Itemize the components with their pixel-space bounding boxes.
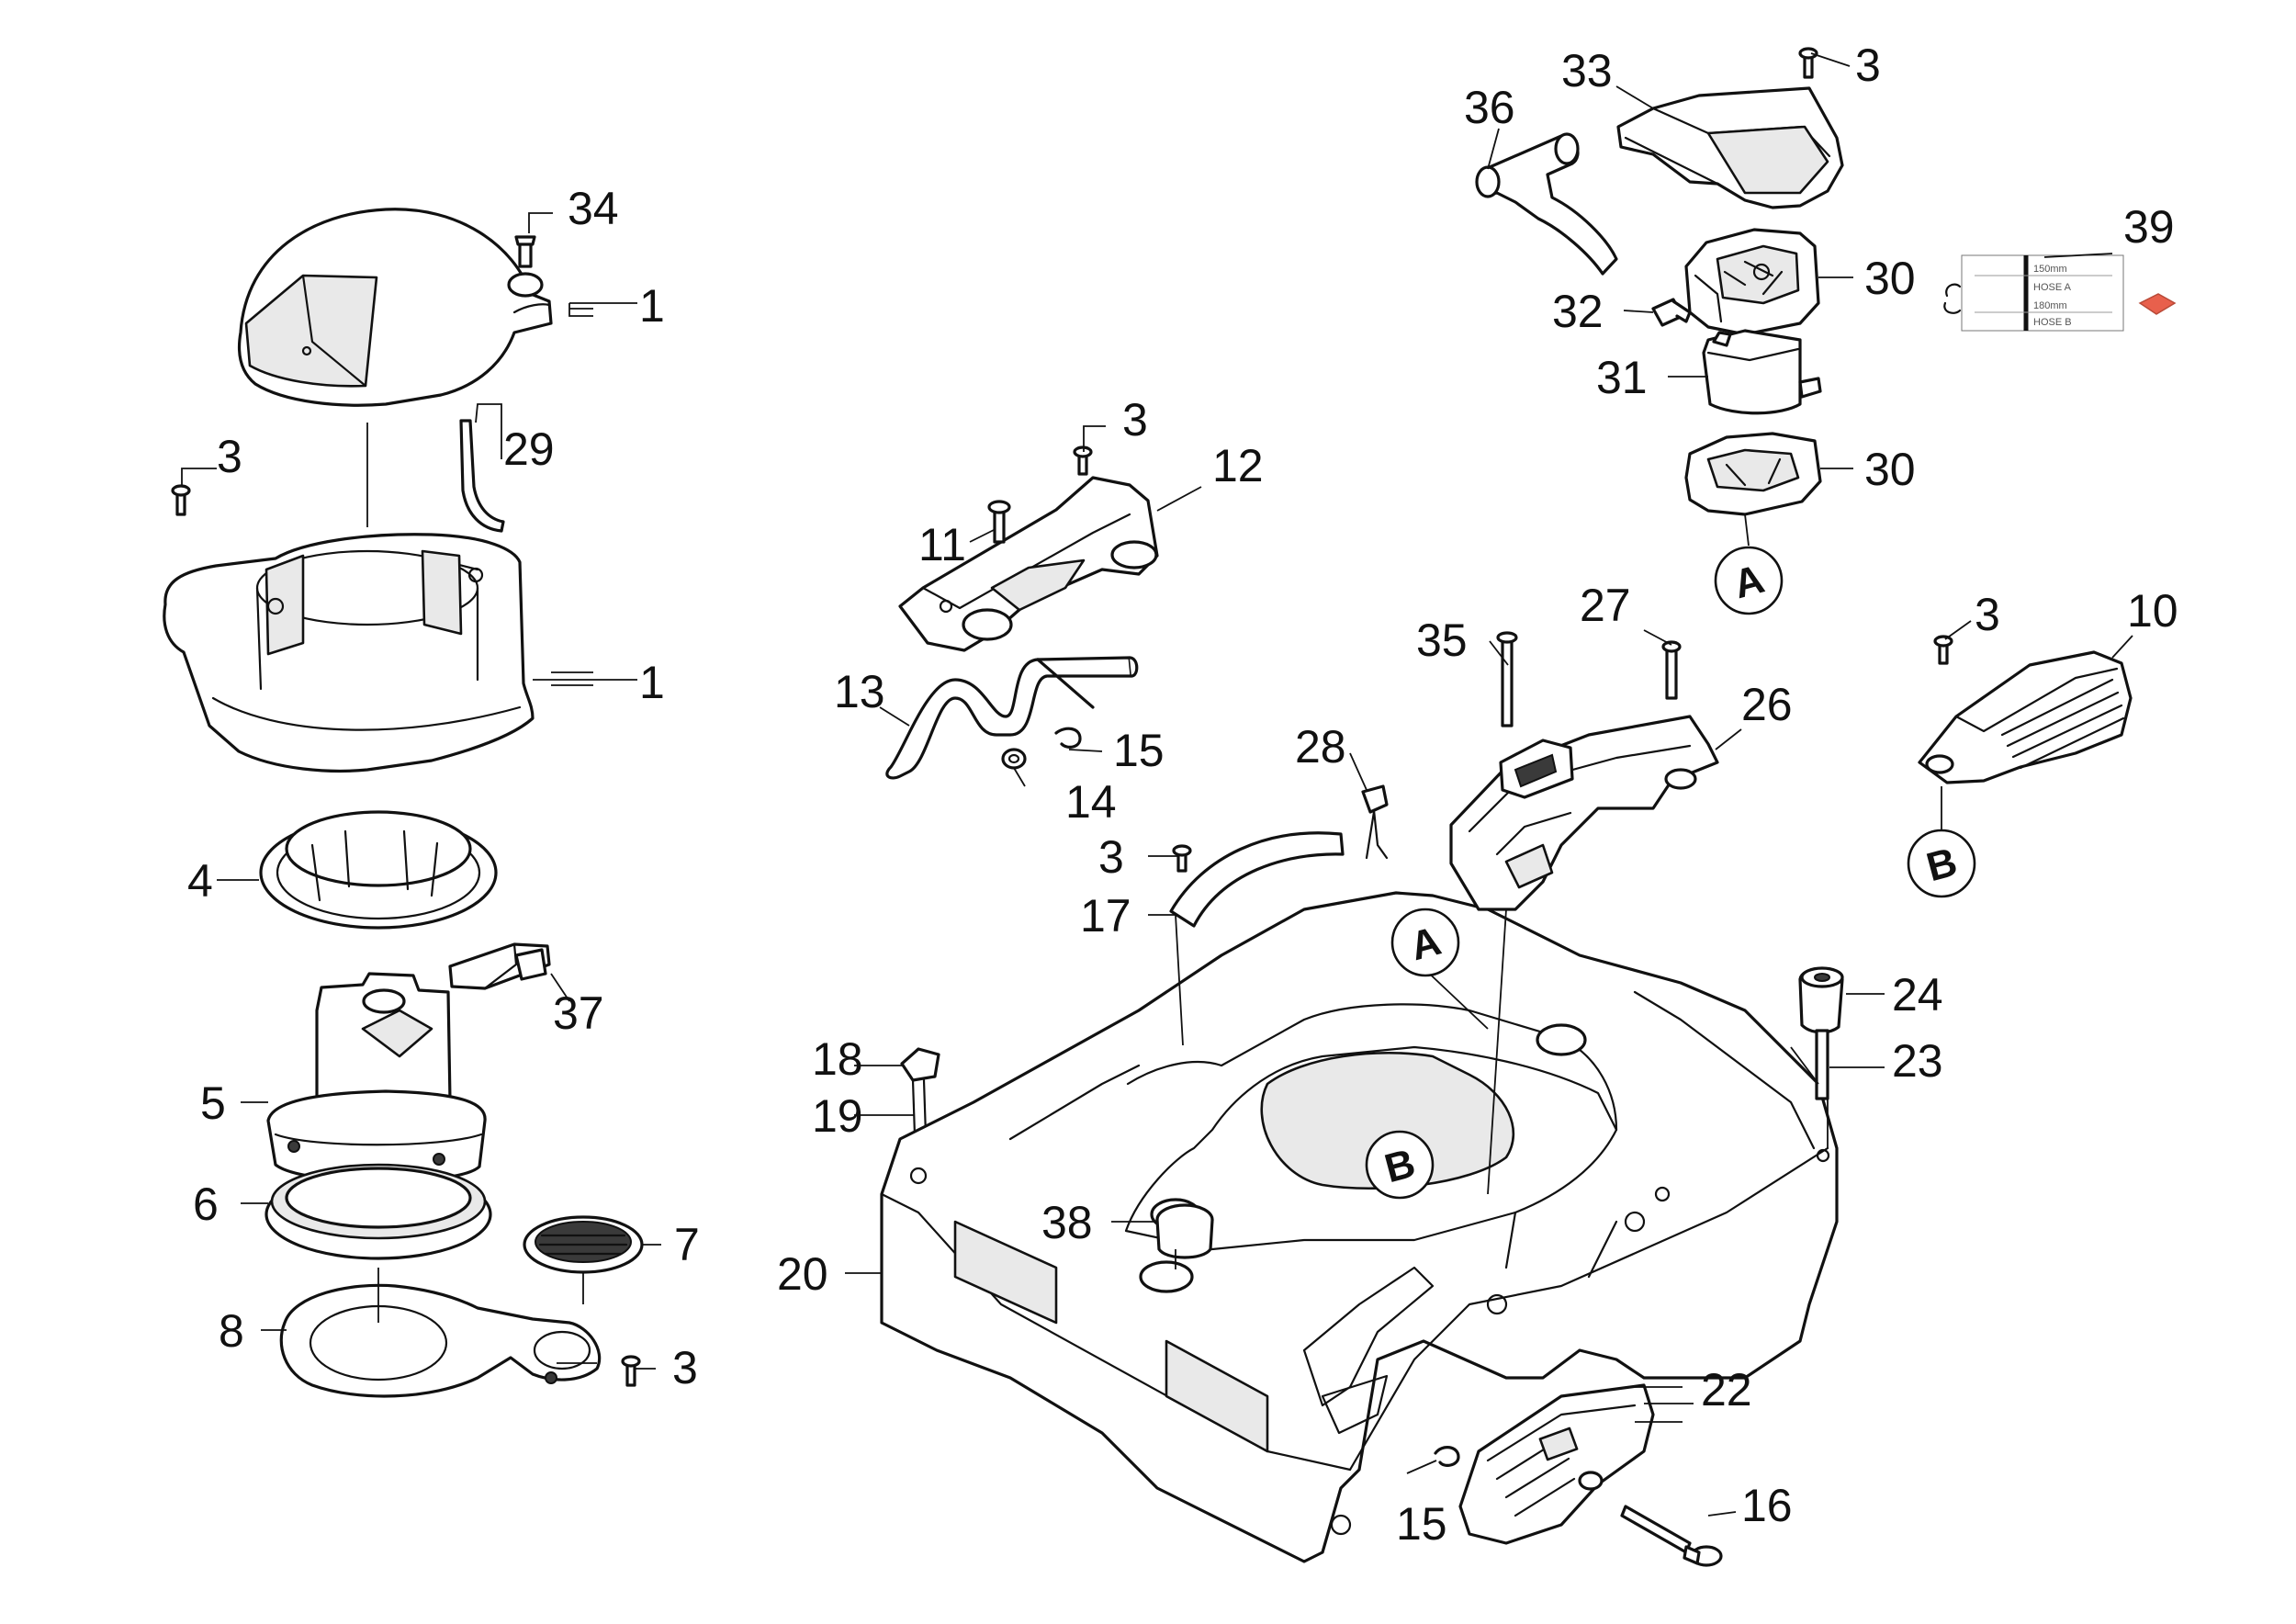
screw-3-cover10: [1933, 635, 1953, 665]
callout-3-lid: 3: [1855, 39, 1881, 91]
callout-3-left-top: 3: [217, 431, 242, 482]
solenoid-31: [1702, 329, 1822, 415]
bolt-35: [1496, 631, 1518, 727]
pump-housing-bottom-30: [1684, 432, 1822, 516]
label-sheet-39: 150mm HOSE A 180mm HOSE B: [1943, 254, 2177, 332]
washer-14: [1001, 748, 1027, 770]
callout-4: 4: [187, 855, 213, 907]
gasket-8: [279, 1283, 602, 1398]
callout-14: 14: [1065, 776, 1117, 828]
screw-34: [514, 235, 536, 268]
callout-38: 38: [1041, 1197, 1093, 1248]
bolt-27: [1661, 640, 1682, 700]
cover-10: [1918, 650, 2133, 784]
callout-17: 17: [1080, 890, 1131, 942]
callout-39: 39: [2123, 201, 2175, 253]
leader-lines: [181, 52, 2133, 1517]
clip-15-bottom: [1434, 1446, 1460, 1467]
callout-7: 7: [674, 1219, 700, 1270]
filter-ring-6: [264, 1163, 492, 1260]
callout-labels: 34 1 29 3 1 4 37 5 6 7 8 3 11 3 12 13 15…: [187, 39, 2178, 1550]
bolt-16: [1620, 1505, 1723, 1567]
filter-grille-7: [523, 1215, 644, 1274]
callout-16: 16: [1741, 1480, 1793, 1531]
reservoir-38: [1139, 1203, 1214, 1293]
switch-unit: [1499, 739, 1574, 799]
callout-24: 24: [1892, 969, 1943, 1021]
reference-b-cover: B: [1907, 829, 1976, 898]
callout-13: 13: [834, 666, 885, 717]
screw-3-lid: [1798, 47, 1818, 79]
red-label-tag: [2138, 293, 2177, 315]
callout-10: 10: [2127, 585, 2178, 637]
motor-5: [266, 972, 487, 1183]
callout-27: 27: [1580, 580, 1631, 631]
callout-20: 20: [777, 1248, 828, 1300]
handle-26: [1449, 715, 1719, 911]
pump-housing-top-30: [1684, 228, 1820, 336]
callout-15-top: 15: [1113, 725, 1165, 776]
callout-8: 8: [219, 1305, 244, 1357]
svg-text:HOSE A: HOSE A: [2033, 282, 2072, 293]
callout-1-top: 1: [639, 280, 665, 332]
pump-lid-33: [1616, 86, 1844, 209]
cover-strap: [1169, 831, 1345, 928]
callout-1-middle: 1: [639, 657, 665, 708]
screw-3-strap: [1172, 844, 1192, 873]
callout-5: 5: [200, 1077, 226, 1129]
screw-3-left-bottom: [621, 1355, 641, 1387]
callout-30-bottom: 30: [1864, 444, 1916, 495]
callout-32: 32: [1552, 286, 1604, 337]
screw-3-bracket: [1073, 445, 1093, 476]
callout-3-left-bottom: 3: [672, 1342, 698, 1393]
pin-23: [1815, 1029, 1829, 1100]
svg-text:180mm: 180mm: [2033, 300, 2067, 311]
callout-6: 6: [193, 1179, 219, 1230]
foot-24: [1798, 966, 1844, 1034]
callout-22: 22: [1701, 1364, 1752, 1415]
cap-18: [900, 1047, 940, 1137]
callout-29: 29: [503, 423, 555, 475]
reference-a-chassis: A: [1390, 908, 1460, 977]
nozzle-32: [1651, 298, 1692, 327]
screw-11: [987, 500, 1011, 544]
callout-37: 37: [553, 987, 604, 1039]
reference-a-pump: A: [1714, 546, 1784, 615]
base-chassis-20: [880, 891, 1839, 1563]
motor-hood-cover: [237, 208, 553, 407]
callout-19: 19: [812, 1090, 863, 1142]
hose-13: [885, 656, 1139, 780]
callout-30-top: 30: [1864, 253, 1916, 304]
callout-34: 34: [568, 183, 619, 234]
bracket-12: [898, 476, 1159, 652]
callout-15-bottom: 15: [1396, 1498, 1447, 1550]
clip-15-top: [1054, 727, 1082, 749]
callout-36: 36: [1464, 82, 1515, 133]
svg-text:HOSE B: HOSE B: [2033, 317, 2072, 328]
callout-33: 33: [1561, 45, 1613, 96]
callout-12: 12: [1212, 440, 1264, 491]
svg-text:150mm: 150mm: [2033, 264, 2067, 275]
t-connector-36: [1475, 132, 1618, 276]
callout-3-cover10: 3: [1975, 589, 2000, 640]
seal-ring-4: [259, 810, 498, 930]
callout-3-strap: 3: [1098, 831, 1124, 883]
callout-31: 31: [1596, 352, 1648, 403]
callout-11: 11: [918, 519, 966, 570]
motor-housing: [163, 533, 535, 773]
hose-29: [459, 419, 505, 533]
callout-3-bracket: 3: [1122, 394, 1148, 445]
reference-b-chassis: B: [1365, 1130, 1435, 1200]
callout-26: 26: [1741, 679, 1793, 730]
callout-28: 28: [1295, 721, 1346, 773]
callout-35: 35: [1416, 615, 1468, 666]
connector-37: [448, 942, 551, 990]
clip-28: [1361, 784, 1389, 860]
callout-23: 23: [1892, 1035, 1943, 1087]
callout-18: 18: [812, 1033, 863, 1085]
cover-22: [1458, 1383, 1655, 1545]
screw-3-left-top: [171, 484, 191, 516]
